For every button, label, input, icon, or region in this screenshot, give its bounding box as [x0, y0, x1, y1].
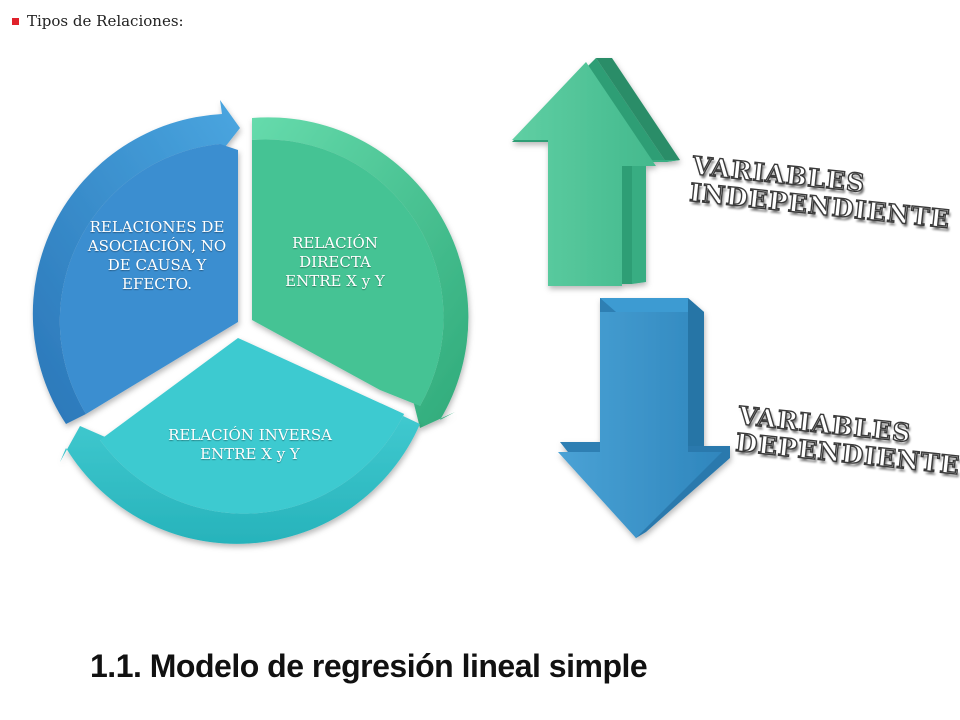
- arrow-up-independent: [512, 58, 680, 286]
- segment-label-direct: RELACIÓN DIRECTA ENTRE X y Y: [285, 234, 385, 290]
- cycle-segment-association: [32, 100, 240, 424]
- page-title: 1.1. Modelo de regresión lineal simple: [90, 648, 648, 684]
- cycle-segment-inverse: [60, 338, 420, 544]
- segment-label-association: RELACIONES DE ASOCIACIÓN, NO DE CAUSA Y …: [87, 218, 227, 293]
- bullet-text: Tipos de Relaciones:: [27, 12, 184, 30]
- bullet-header: Tipos de Relaciones:: [12, 12, 184, 30]
- arrow-down-dependent: [558, 298, 730, 538]
- segment-label-inverse: RELACIÓN INVERSA ENTRE X y Y: [168, 426, 332, 463]
- bullet-icon: [12, 17, 19, 25]
- cycle-segment-direct: [252, 117, 469, 428]
